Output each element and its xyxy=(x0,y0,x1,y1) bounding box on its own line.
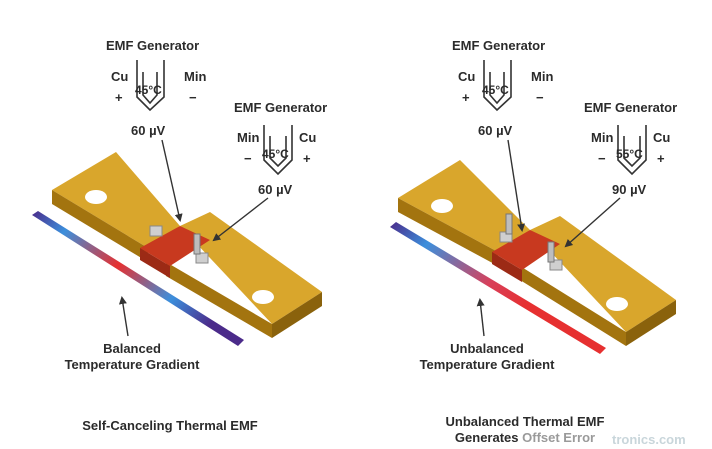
right-emf-generator-2-symbol xyxy=(617,125,647,176)
right-emf-generator-1-symbol xyxy=(483,60,512,112)
left-arrow-gen1 xyxy=(161,139,183,222)
left-gen1-temp: 45°C xyxy=(135,83,162,97)
left-emf-generator-2-symbol xyxy=(263,125,293,176)
right-gen2-metal-left: Min xyxy=(591,130,614,145)
right-temperature-gradient-strip xyxy=(390,222,606,354)
left-gen2-metal-right: Cu xyxy=(299,130,317,145)
left-gradient-label: Balanced Temperature Gradient xyxy=(62,341,202,373)
left-gen2-voltage: 60 µV xyxy=(258,182,293,197)
right-gen2-sign-right: + xyxy=(657,151,665,166)
right-shunt-bar-left-top xyxy=(398,160,530,252)
left-shunt-bar-right-front xyxy=(166,262,272,338)
right-caption-line2-offset-error: Offset Error xyxy=(522,430,596,445)
right-caption-line1: Unbalanced Thermal EMF xyxy=(445,414,605,429)
left-resistor-element xyxy=(140,226,210,266)
left-gen2-sign-left: − xyxy=(244,151,252,166)
left-shunt-bar-left-top xyxy=(52,152,180,248)
left-gen1-metal-left: Cu xyxy=(111,69,129,84)
left-mounting-hole-1 xyxy=(85,190,107,204)
left-arrow-gen2 xyxy=(212,197,269,242)
left-gen1-title: EMF Generator xyxy=(106,38,200,53)
right-mounting-hole-2 xyxy=(606,297,628,311)
right-sense-pin-1 xyxy=(505,213,513,235)
left-gen1-voltage: 60 µV xyxy=(131,123,166,138)
right-arrow-gen2 xyxy=(564,197,621,248)
left-gen1-sign-right: − xyxy=(189,90,197,105)
left-gen1-sign-left: + xyxy=(115,90,123,105)
right-gen1-voltage: 60 µV xyxy=(478,123,513,138)
left-gen2-sign-right: + xyxy=(303,151,311,166)
right-shunt-bar-right-side xyxy=(626,300,676,346)
right-gen2-voltage: 90 µV xyxy=(612,182,647,197)
right-panel-caption: Unbalanced Thermal EMF Generates Offset … xyxy=(420,414,630,446)
left-arrow-gradient xyxy=(118,296,129,337)
right-caption-line2: Generates Offset Error xyxy=(420,430,630,446)
right-gen2-temp: 55°C xyxy=(616,147,643,161)
right-mounting-hole-1 xyxy=(431,199,453,213)
right-caption-line2-generates: Generates xyxy=(454,430,519,445)
right-gradient-label: Unbalanced Temperature Gradient xyxy=(402,341,572,373)
right-gen1-temp: 45°C xyxy=(482,83,509,97)
right-sense-pad-2 xyxy=(549,259,563,271)
left-gen2-temp: 45°C xyxy=(262,147,289,161)
left-gradient-label-line1: Balanced xyxy=(103,341,161,356)
right-gen1-metal-left: Cu xyxy=(458,69,476,84)
right-gen1-metal-right: Min xyxy=(531,69,554,84)
left-temperature-gradient-strip xyxy=(32,211,244,346)
left-sense-pin xyxy=(193,233,201,255)
left-mounting-hole-2 xyxy=(252,290,274,304)
left-sense-pad-1 xyxy=(149,225,163,237)
left-gen2-title: EMF Generator xyxy=(234,100,328,115)
left-panel-caption: Self-Canceling Thermal EMF xyxy=(82,418,258,433)
right-gen1-sign-left: + xyxy=(462,90,470,105)
right-gen2-sign-left: − xyxy=(598,151,606,166)
right-gradient-label-line2: Temperature Gradient xyxy=(419,357,555,372)
left-shunt-bar-left-front xyxy=(52,190,148,262)
right-gen1-sign-right: − xyxy=(536,90,544,105)
right-arrow-gradient xyxy=(476,298,485,337)
left-gen2-metal-left: Min xyxy=(237,130,260,145)
right-resistor-element xyxy=(492,230,560,270)
right-shunt-bar-left-front xyxy=(398,198,498,266)
right-gen1-title: EMF Generator xyxy=(452,38,546,53)
left-sense-pad-2 xyxy=(195,252,209,264)
right-gen2-metal-right: Cu xyxy=(653,130,671,145)
left-resistor-element-front xyxy=(140,248,170,278)
right-gen2-title: EMF Generator xyxy=(584,100,678,115)
right-gradient-label-line1: Unbalanced xyxy=(450,341,524,356)
right-sense-pin-2 xyxy=(547,241,555,263)
right-resistor-element-front xyxy=(492,252,522,282)
left-shunt-bar-right-side xyxy=(272,292,322,338)
right-shunt-bar-right-front xyxy=(520,266,626,346)
left-gen1-metal-right: Min xyxy=(184,69,207,84)
watermark-text: tronics.com xyxy=(612,432,686,447)
left-emf-generator-1-symbol xyxy=(136,60,165,112)
left-gradient-label-line2: Temperature Gradient xyxy=(64,357,200,372)
right-arrow-gen1 xyxy=(507,139,526,232)
